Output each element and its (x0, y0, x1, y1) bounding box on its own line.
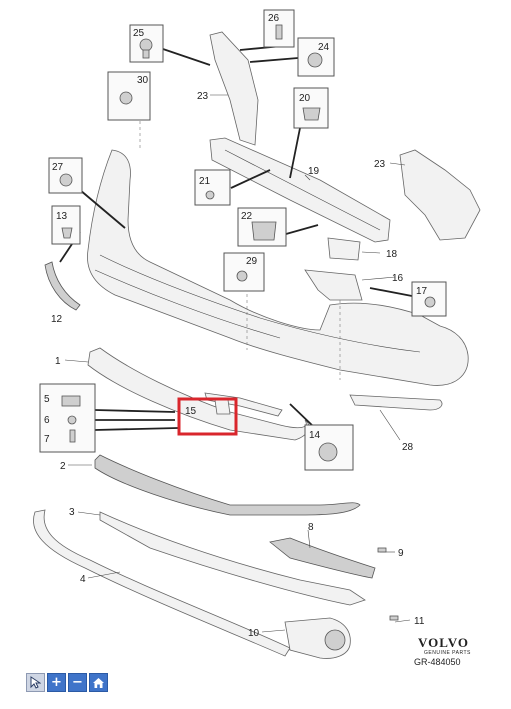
part-label: 26 (268, 13, 280, 24)
brand-name: VOLVO (418, 635, 469, 650)
part-label: 2 (60, 461, 66, 472)
reflector[interactable] (44, 261, 81, 311)
part-label: 16 (392, 273, 404, 284)
part-label: 24 (318, 42, 330, 53)
zoom-in-icon: + (51, 675, 62, 690)
part-label: 14 (309, 430, 321, 441)
exhaust-cover[interactable] (269, 537, 376, 579)
part-label: 10 (248, 628, 260, 639)
part-label: 1 (55, 356, 61, 367)
part-labels: 1 2 3 4 5 6 7 8 9 10 11 12 13 14 15 16 1… (44, 13, 428, 639)
brand-subtitle: GENUINE PARTS (424, 650, 471, 656)
part-label: 7 (44, 434, 50, 445)
part-label: 23 (374, 159, 386, 170)
home-icon (93, 678, 104, 688)
part-label: 25 (133, 28, 145, 39)
part-label: 11 (414, 616, 425, 627)
reinforcement-beam[interactable] (209, 137, 391, 243)
zoom-toolbar: + − (26, 673, 108, 693)
cursor-button[interactable] (26, 673, 45, 692)
part-label: 30 (137, 75, 149, 86)
bracket-16[interactable] (304, 269, 363, 301)
trim-strip[interactable] (99, 511, 366, 606)
part-label: 13 (56, 211, 68, 222)
part-label: 27 (52, 162, 64, 173)
part-label: 6 (44, 415, 50, 426)
part-label: 5 (44, 394, 50, 405)
zoom-out-icon: − (72, 675, 83, 690)
home-button[interactable] (89, 673, 108, 692)
part-label: 19 (308, 166, 320, 177)
lower-panel[interactable] (87, 347, 310, 441)
highlight-box (177, 397, 238, 436)
drawing-code: GR-484050 (414, 657, 461, 667)
brand-logo: VOLVO GENUINE PARTS (418, 635, 471, 656)
bracket-top[interactable] (209, 31, 259, 146)
part-label: 17 (416, 286, 428, 297)
part-label: 15 (185, 406, 197, 417)
part-label: 3 (69, 507, 75, 518)
part-label: 9 (398, 548, 404, 559)
diffuser[interactable] (94, 454, 361, 516)
callout-lines (59, 45, 413, 633)
part-label: 21 (199, 176, 211, 187)
part-label: 20 (299, 93, 311, 104)
part-label: 18 (386, 249, 398, 260)
part-label: 4 (80, 574, 86, 585)
cursor-icon (30, 676, 41, 689)
part-label: 8 (308, 522, 314, 533)
bracket-18[interactable] (327, 237, 361, 261)
tail-pipe[interactable] (284, 617, 351, 659)
bumper-cover[interactable] (87, 149, 469, 411)
part-label: 28 (402, 442, 414, 453)
part-label: 12 (51, 314, 63, 325)
bracket-right[interactable] (399, 149, 481, 241)
part-label: 23 (197, 91, 209, 102)
tow-cover[interactable] (204, 392, 283, 417)
zoom-out-button[interactable]: − (68, 673, 87, 692)
long-trim[interactable] (33, 509, 291, 657)
part-label: 29 (246, 256, 258, 267)
zoom-in-button[interactable]: + (47, 673, 66, 692)
part-boxes (39, 9, 447, 621)
part-label: 22 (241, 211, 253, 222)
